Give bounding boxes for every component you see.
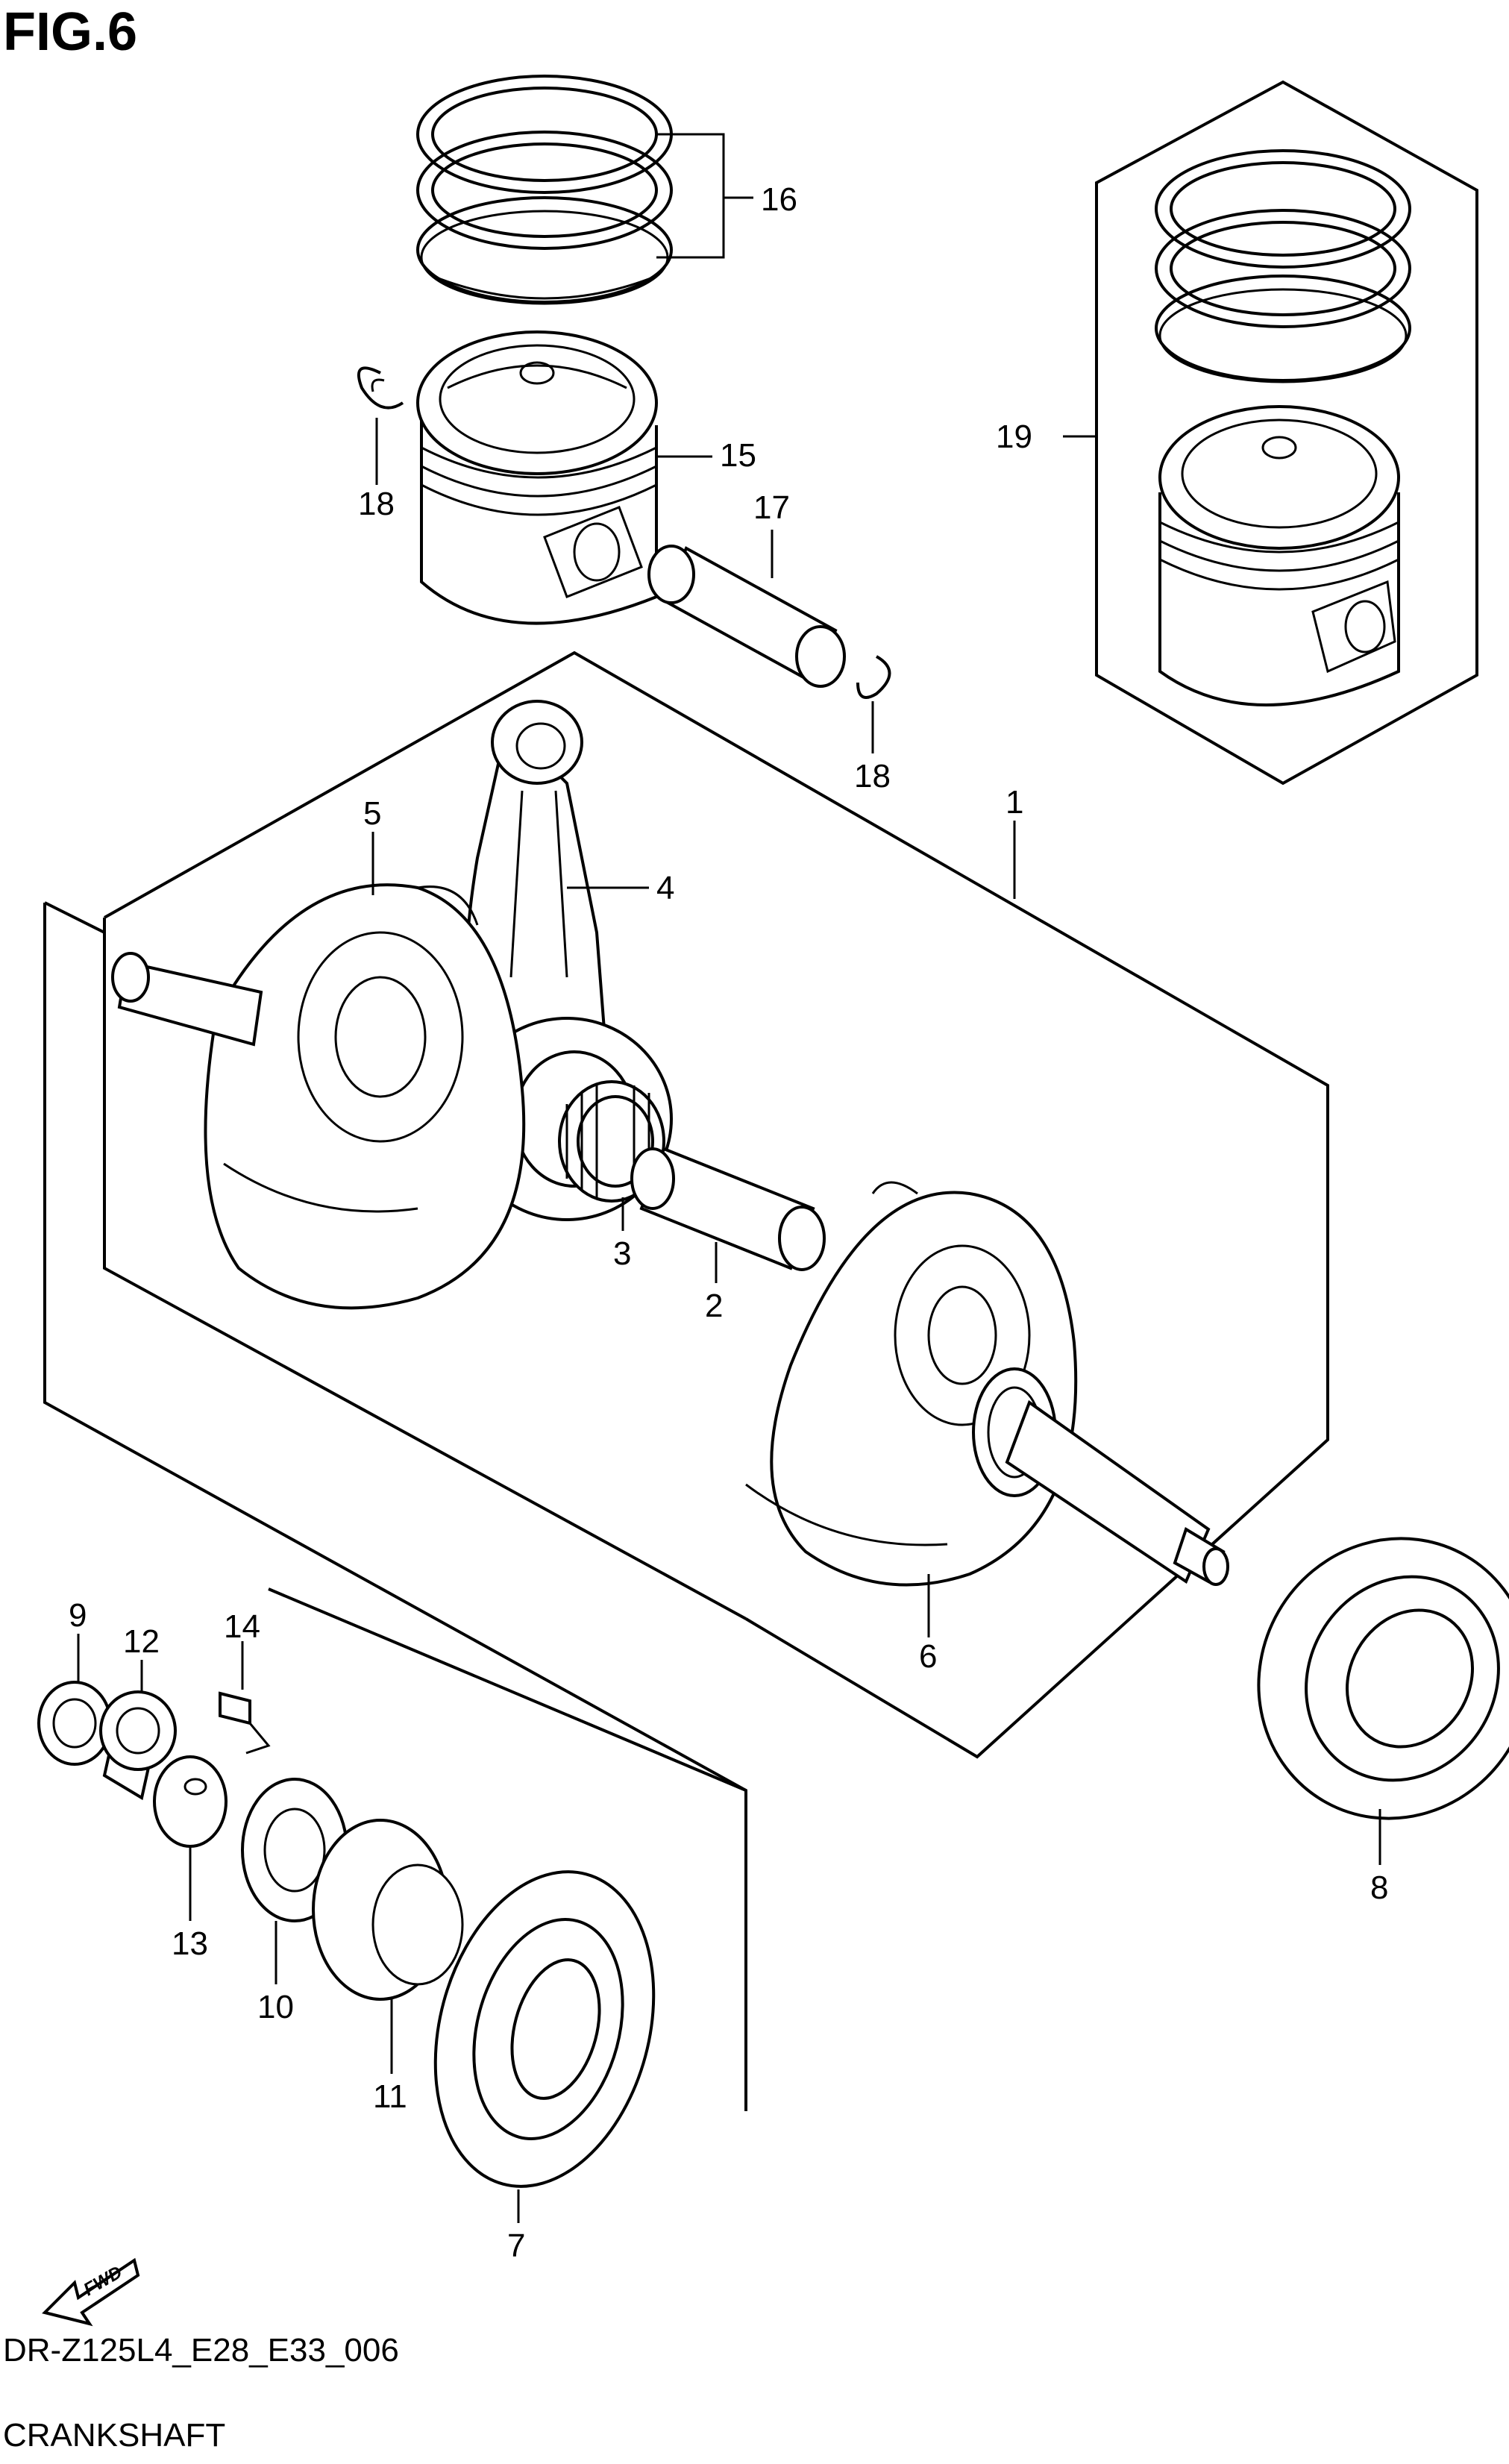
callout-19: 19 bbox=[996, 418, 1032, 455]
gear-large bbox=[312, 1819, 464, 2001]
spacer bbox=[99, 1690, 177, 1801]
bearing-right bbox=[1257, 1537, 1509, 1820]
crankshaft-assembly-frame bbox=[103, 651, 1329, 1759]
callout-8: 8 bbox=[1370, 1869, 1388, 1906]
callout-13: 13 bbox=[172, 1925, 208, 1962]
callout-18-left: 18 bbox=[358, 486, 395, 522]
callout-11: 11 bbox=[373, 2078, 407, 2115]
callout-16: 16 bbox=[761, 181, 797, 218]
callout-6: 6 bbox=[919, 1638, 937, 1675]
callout-4: 4 bbox=[656, 870, 674, 906]
circlip-left bbox=[357, 366, 404, 410]
callout-5: 5 bbox=[363, 795, 381, 832]
callout-7: 7 bbox=[507, 2228, 525, 2264]
crank-pin bbox=[630, 1147, 826, 1271]
callout-18-right: 18 bbox=[854, 758, 891, 794]
figure-name: CRANKSHAFT bbox=[3, 2417, 226, 2454]
piston-set bbox=[1155, 149, 1411, 706]
piston-pin bbox=[647, 545, 846, 688]
callout-9: 9 bbox=[69, 1597, 87, 1634]
callout-14: 14 bbox=[224, 1608, 260, 1645]
figure-title: FIG.6 bbox=[3, 2, 138, 62]
callout-labels: 16 15 18 17 18 19 1 5 4 3 2 6 8 9 12 14 … bbox=[69, 181, 1388, 2264]
callout-1: 1 bbox=[1006, 784, 1023, 821]
callout-15: 15 bbox=[720, 437, 756, 474]
piston-rings bbox=[416, 75, 673, 305]
crank-wheel-left bbox=[111, 883, 526, 1310]
callout-2: 2 bbox=[705, 1288, 723, 1324]
leader-lines bbox=[77, 133, 1381, 2223]
fwd-arrow-icon: FWD bbox=[42, 2257, 140, 2327]
piston bbox=[416, 330, 658, 625]
model-code: DR-Z125L4_E28_E33_006 bbox=[3, 2332, 399, 2369]
callout-3: 3 bbox=[613, 1235, 631, 1272]
piston-set-frame bbox=[1095, 80, 1478, 786]
callout-10: 10 bbox=[257, 1989, 294, 2025]
outer-assembly-frame bbox=[43, 901, 747, 2111]
key bbox=[219, 1691, 271, 1755]
callout-17: 17 bbox=[753, 489, 790, 526]
washer bbox=[153, 1755, 228, 1848]
oil-seal bbox=[37, 1681, 112, 1766]
crank-wheel-right bbox=[745, 1181, 1229, 1587]
bearing-left bbox=[433, 1870, 656, 2188]
circlip-right bbox=[856, 655, 891, 699]
callout-12: 12 bbox=[123, 1623, 160, 1660]
